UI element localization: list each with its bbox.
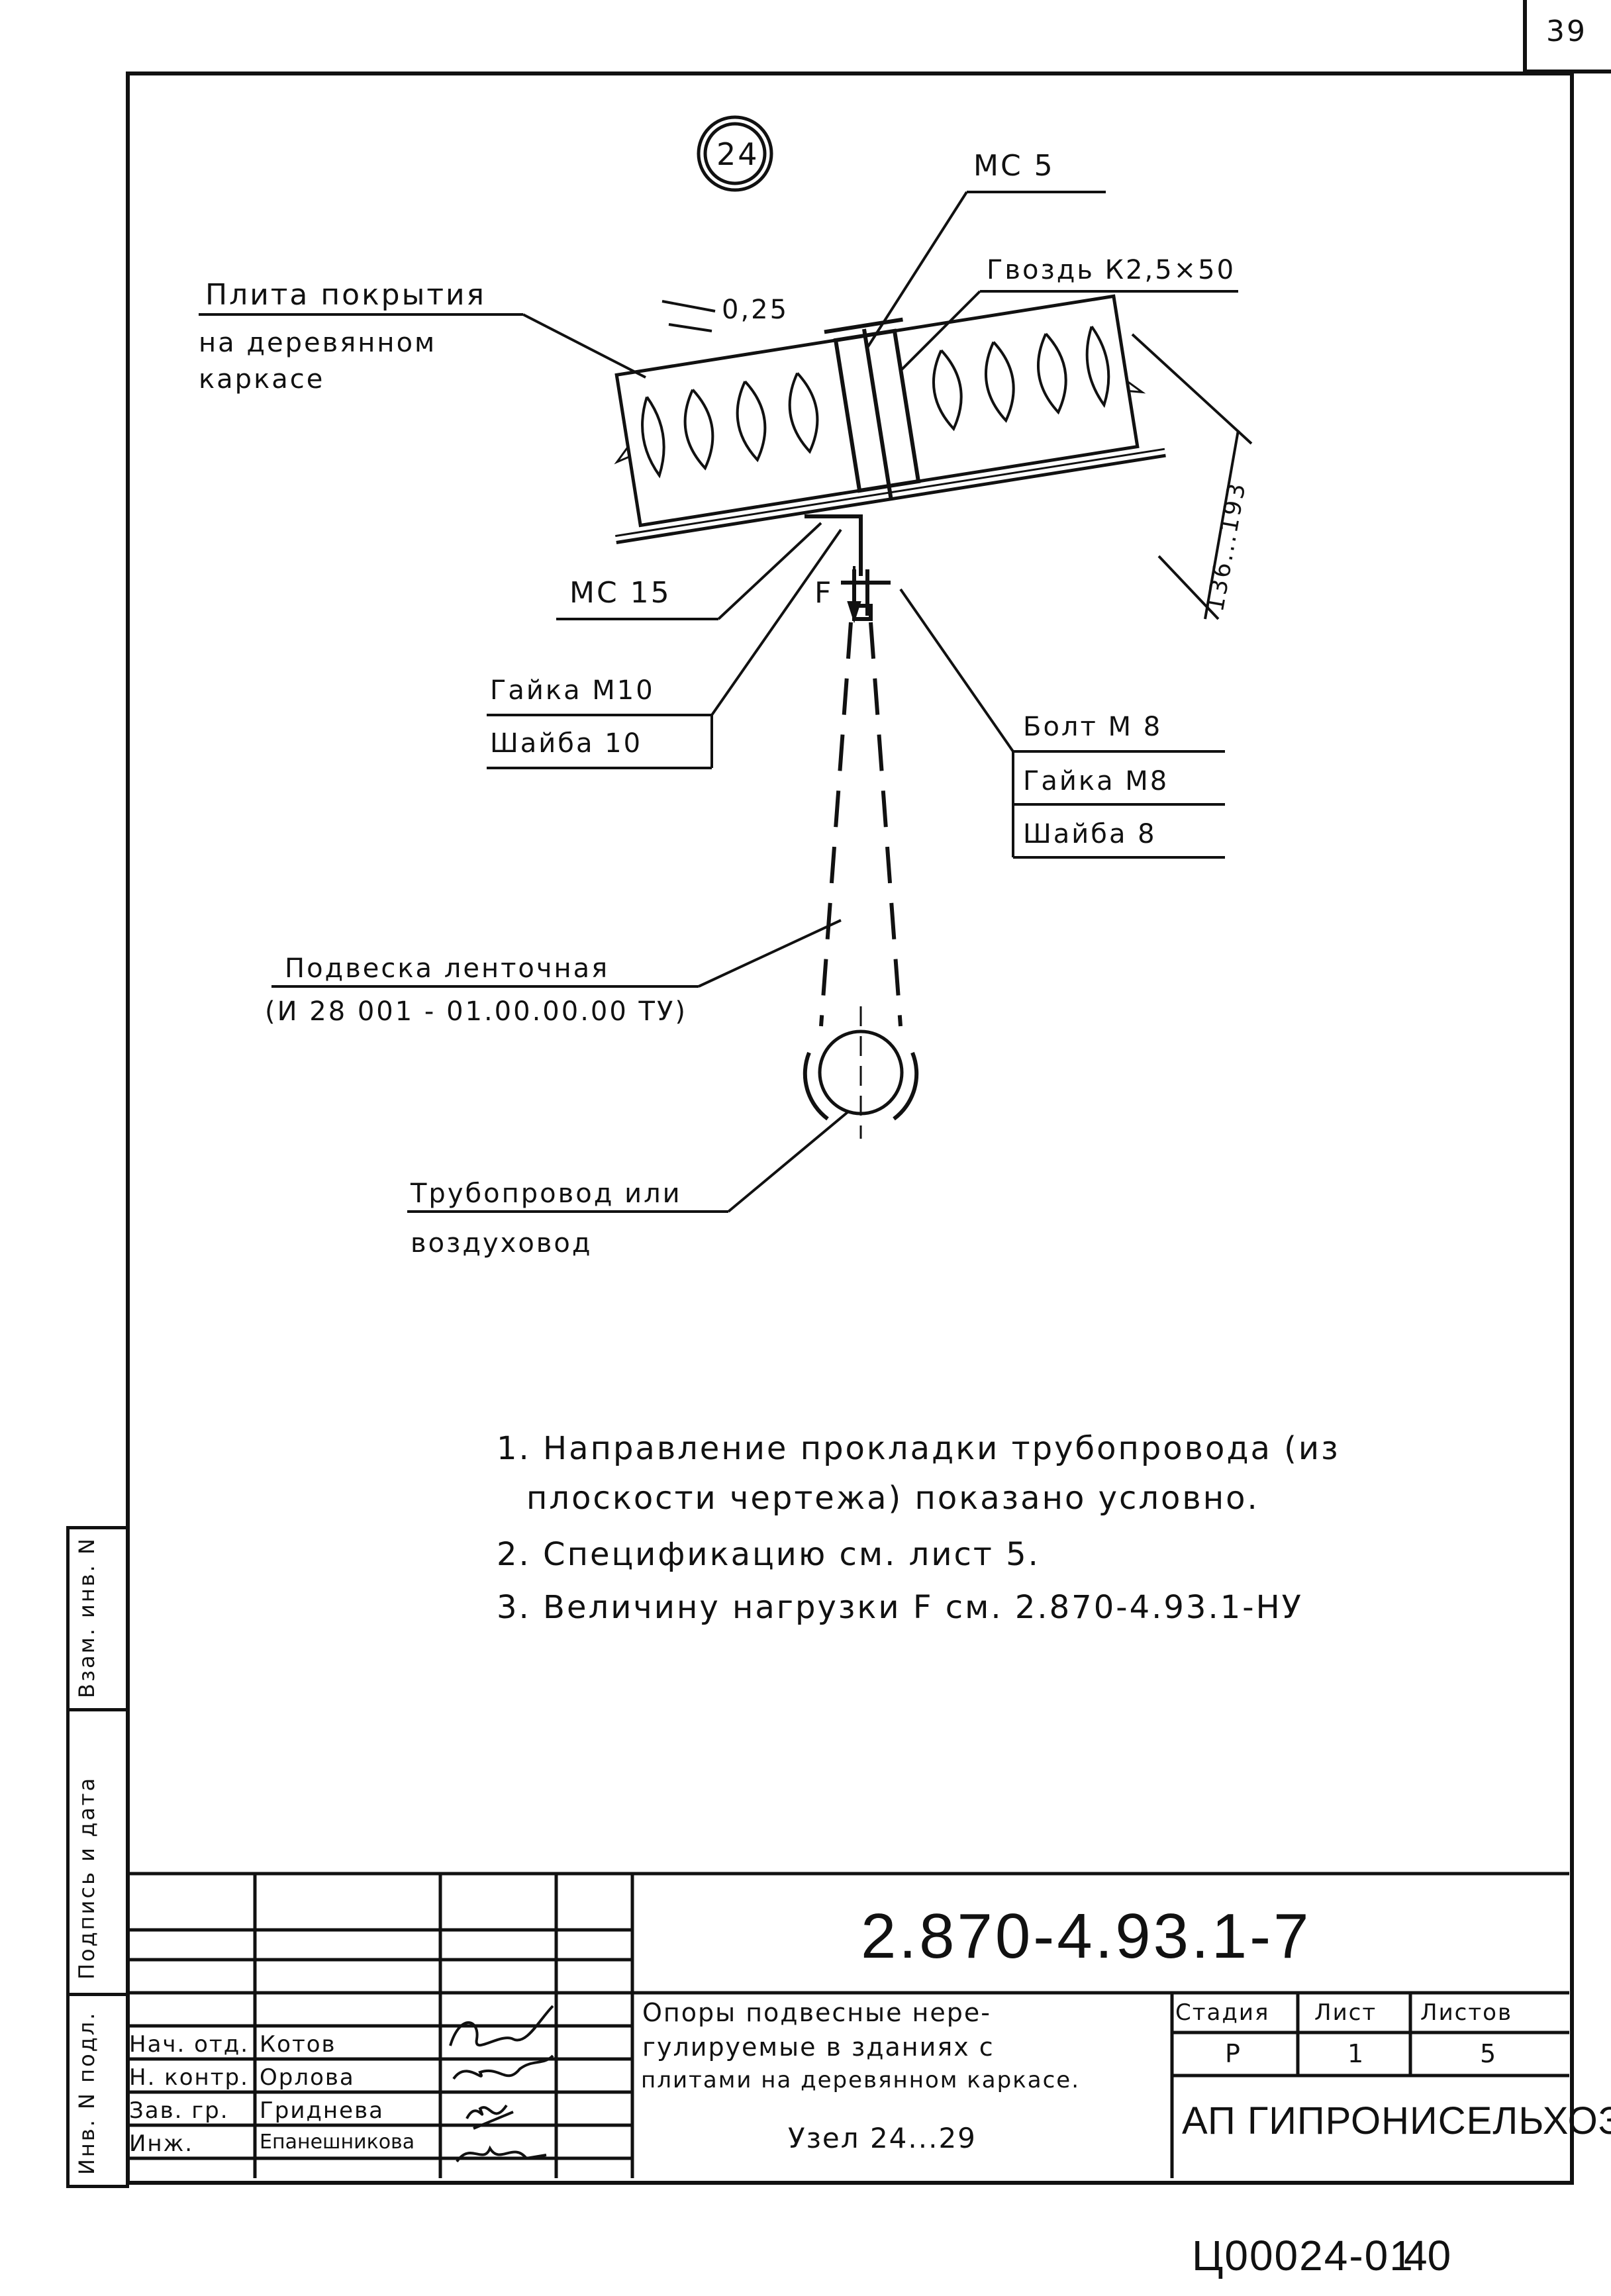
label-slab-1: Плита покрытия xyxy=(205,278,487,312)
label-nut-m10: Гайка М10 xyxy=(490,675,655,706)
signature-3 xyxy=(465,2104,514,2130)
label-washer-8: Шайба 8 xyxy=(1023,819,1157,849)
drawing-frame xyxy=(126,72,1574,2185)
name-4: Епанешникова xyxy=(260,2130,415,2154)
sheets-header: Листов xyxy=(1420,1999,1513,2026)
node-number-marker xyxy=(697,115,773,192)
title-line-4: Узел 24...29 xyxy=(788,2122,977,2154)
sheets-value: 5 xyxy=(1480,2039,1498,2068)
side-stamp xyxy=(66,1526,129,2188)
doc-code: 2.870-4.93.1-7 xyxy=(861,1901,1312,1972)
label-slab-3: каркасе xyxy=(199,364,325,395)
role-4: Инж. xyxy=(129,2130,194,2157)
label-nut-m8: Гайка М8 xyxy=(1023,766,1169,796)
label-hanger-2: (И 28 001 - 01.00.00.00 ТУ) xyxy=(265,996,687,1027)
label-washer-10: Шайба 10 xyxy=(490,728,643,759)
name-3: Гриднева xyxy=(260,2097,384,2124)
archive-page: 40 xyxy=(1404,2232,1451,2279)
sheet-value: 1 xyxy=(1347,2039,1365,2068)
title-line-1: Опоры подвесные нере- xyxy=(642,1998,991,2027)
strap-hanger xyxy=(819,622,903,1027)
label-pipe-1: Трубопровод или xyxy=(411,1178,682,1209)
role-1: Нач. отд. xyxy=(129,2031,250,2058)
pipe xyxy=(803,1006,919,1139)
stage-value: Р xyxy=(1225,2039,1242,2068)
label-bolt-m8: Болт М 8 xyxy=(1023,712,1163,742)
label-hanger-1: Подвеска ленточная xyxy=(285,953,610,984)
side-stamp-divider-2 xyxy=(66,1993,126,1996)
gap-dimension xyxy=(661,300,716,332)
label-force: F xyxy=(814,576,834,610)
node-number: 24 xyxy=(716,136,759,172)
stage-header: Стадия xyxy=(1175,1999,1270,2026)
signatures xyxy=(449,2005,554,2163)
force-arrow xyxy=(847,566,861,624)
note-2: 2. Спецификацию см. лист 5. xyxy=(497,1536,1040,1573)
note-1: 1. Направление прокладки трубопровода (и… xyxy=(497,1430,1340,1467)
leader-lines xyxy=(199,191,1238,1213)
role-2: Н. контр. xyxy=(129,2064,249,2091)
title-block-grid xyxy=(126,1872,1569,2178)
label-nail: Гвоздь К2,5×50 xyxy=(987,255,1236,285)
signature-1 xyxy=(449,2005,554,2047)
sheet-header: Лист xyxy=(1314,1999,1377,2026)
archive-code: Ц00024-01 xyxy=(1192,2232,1414,2279)
note-3: 3. Величину нагрузки F см. 2.870-4.93.1-… xyxy=(497,1589,1303,1626)
title-line-3: плитами на деревянном каркасе. xyxy=(641,2067,1081,2093)
label-ms15: МС 15 xyxy=(569,576,671,610)
label-ms5: МС 5 xyxy=(973,149,1055,183)
roof-slab xyxy=(614,294,1166,544)
signature-2 xyxy=(452,2054,554,2080)
title-line-2: гулируемые в зданиях с xyxy=(642,2033,995,2062)
label-slab-2: на деревянном xyxy=(199,328,437,358)
side-stamp-divider-1 xyxy=(66,1708,126,1711)
organization: АП ГИПРОНИСЕЛЬХОЗ xyxy=(1182,2099,1611,2142)
note-1-cont: плоскости чертежа) показано условно. xyxy=(526,1480,1259,1517)
role-3: Зав. гр. xyxy=(129,2097,229,2124)
signature-4 xyxy=(456,2145,547,2163)
page-number: 39 xyxy=(1546,15,1587,48)
thickness-dimension xyxy=(1131,333,1253,620)
name-2: Орлова xyxy=(260,2064,355,2091)
name-1: Котов xyxy=(260,2031,336,2058)
label-gap: 0,25 xyxy=(722,295,789,325)
label-pipe-2: воздуховод xyxy=(411,1228,593,1259)
